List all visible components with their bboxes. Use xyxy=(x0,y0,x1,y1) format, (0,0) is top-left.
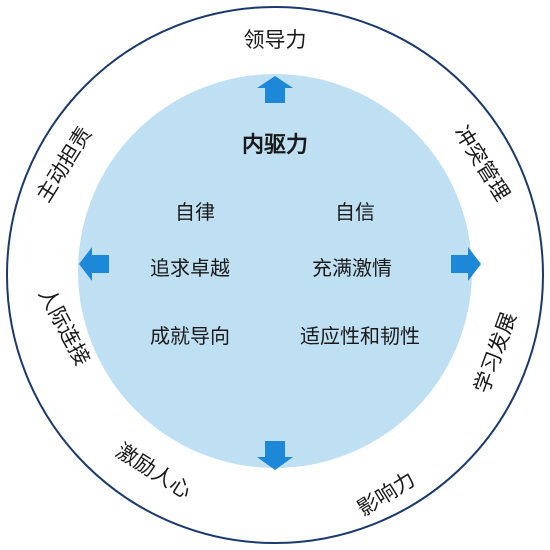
arrow-left-icon xyxy=(79,247,109,281)
trait-passion: 充满激情 xyxy=(312,256,392,280)
inner-circle xyxy=(78,74,472,468)
arrow-right-icon xyxy=(451,247,481,281)
trait-pursue-excellence: 追求卓越 xyxy=(150,256,230,280)
inner-title: 内驱力 xyxy=(242,133,308,158)
arrow-up-icon xyxy=(257,76,293,103)
trait-self-confidence: 自信 xyxy=(335,200,375,224)
label-leadership: 领导力 xyxy=(244,28,307,52)
trait-achievement-oriented: 成就导向 xyxy=(150,324,230,348)
arrow-down-icon xyxy=(257,441,293,470)
trait-adaptability-resilience: 适应性和韧性 xyxy=(300,324,420,348)
trait-self-discipline: 自律 xyxy=(175,200,215,224)
